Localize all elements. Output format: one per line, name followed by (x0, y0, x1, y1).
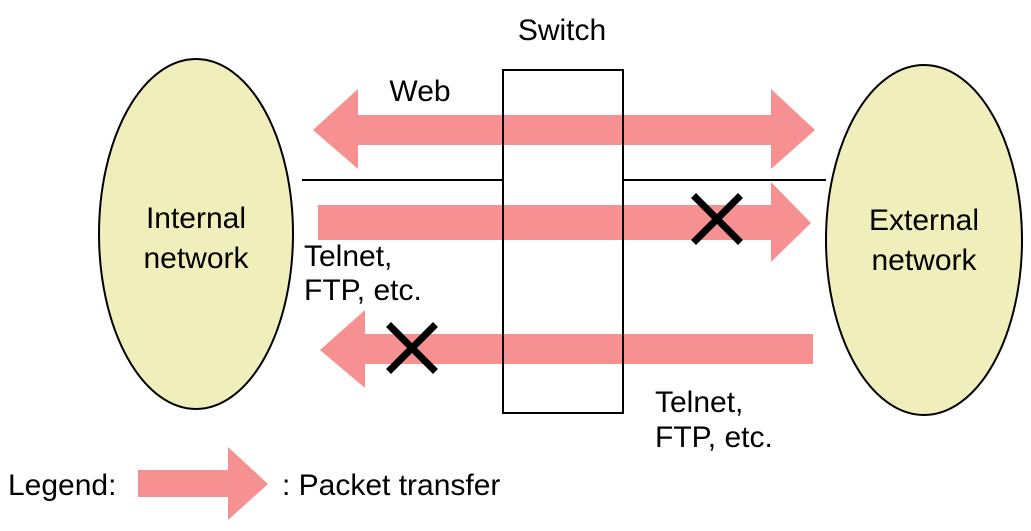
legend-arrow-icon (138, 447, 268, 520)
external-network-label-line1: External (869, 204, 979, 237)
outbound-arrow (318, 182, 811, 262)
internal-network-ellipse (98, 58, 294, 410)
inbound-flow-label-line1: Telnet, (655, 386, 743, 419)
outbound-flow-label-line2: FTP, etc. (304, 274, 422, 307)
web-arrow (313, 89, 815, 169)
web-label: Web (389, 75, 450, 108)
switch-label: Switch (518, 14, 606, 47)
x-cross-icon (691, 193, 743, 245)
internal-network-label-line1: Internal (146, 202, 246, 235)
external-network-ellipse (825, 64, 1023, 416)
switch-box (502, 69, 624, 414)
internal-network-label-line2: network (143, 242, 249, 275)
external-network-label-line2: network (871, 244, 977, 277)
inbound-arrow (320, 310, 813, 388)
inbound-flow-label-line2: FTP, etc. (655, 421, 773, 454)
outbound-flow-label-line1: Telnet, (304, 240, 392, 273)
legend-description: : Packet transfer (282, 469, 500, 502)
x-cross-icon (386, 322, 438, 374)
legend-label: Legend: (8, 469, 116, 502)
